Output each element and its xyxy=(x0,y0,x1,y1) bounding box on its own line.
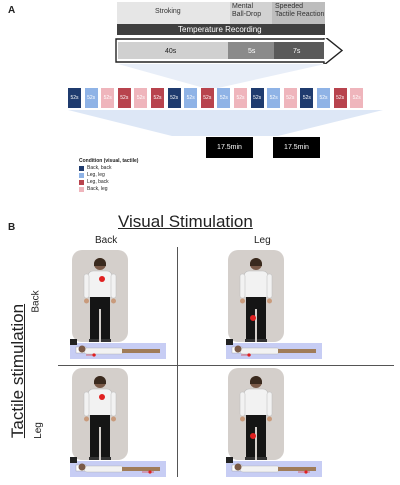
vertical-divider xyxy=(177,247,178,477)
condition-block: 52s xyxy=(200,88,214,108)
timeline-5s: 5s xyxy=(248,48,256,55)
horizontal-divider xyxy=(58,365,394,366)
legend-item-leg-back: Leg, back xyxy=(79,179,109,185)
condition-block: 52s xyxy=(300,88,314,108)
condition-block: 52s xyxy=(333,88,347,108)
condition-block: 52s xyxy=(117,88,131,108)
legend-item-leg-leg: Leg, leg xyxy=(79,172,105,178)
timeline-7s: 7s xyxy=(293,48,301,55)
run-box-2: 17.5min xyxy=(273,137,320,158)
temperature-label: Temperature Recording xyxy=(178,25,262,34)
condition-block: 52s xyxy=(134,88,148,108)
timeline-arrow xyxy=(115,38,344,64)
condition-block: 52s xyxy=(101,88,115,108)
legend-item-back-back: Back, back xyxy=(79,165,111,171)
phase-stroking: Stroking xyxy=(155,8,181,15)
legend-item-back-leg: Back, leg xyxy=(79,186,108,192)
legend-label: Leg, leg xyxy=(87,172,105,178)
condition-block: 52s xyxy=(250,88,264,108)
temperature-bar xyxy=(117,24,325,35)
condition-block: 52s xyxy=(217,88,231,108)
run-box-1: 17.5min xyxy=(206,137,253,158)
legend-swatch xyxy=(79,165,84,171)
zoom-fan-top xyxy=(68,64,383,136)
col-label-leg: Leg xyxy=(254,235,271,246)
panel-b-letter: B xyxy=(8,222,16,233)
condition-block: 52s xyxy=(184,88,198,108)
col-label-back: Back xyxy=(95,235,118,246)
phase-mental: Mental Ball-Drop xyxy=(232,3,262,18)
legend-title: Condition (visual, tactile) xyxy=(79,158,139,164)
phase-speeded: Speeded Tactile Reaction xyxy=(275,3,325,18)
legend-label: Back, back xyxy=(87,165,112,171)
timeline-40s: 40s xyxy=(165,48,177,55)
condition-block: 52s xyxy=(283,88,297,108)
condition-block: 52s xyxy=(317,88,330,108)
phase-header-mental-bg xyxy=(230,2,272,24)
visual-stimulation-title: Visual Stimulation xyxy=(118,212,253,231)
condition-block: 52s xyxy=(68,88,81,108)
condition-block: 52s xyxy=(234,88,247,108)
condition-block: 52s xyxy=(151,88,164,108)
legend-swatch xyxy=(79,186,84,192)
panel-a-letter: A xyxy=(8,5,16,16)
legend-swatch xyxy=(79,179,84,185)
condition-block: 52s xyxy=(267,88,281,108)
phase-header-speeded-bg xyxy=(272,2,325,24)
condition-block: 52s xyxy=(350,88,364,108)
condition-block: 52s xyxy=(167,88,181,108)
legend-swatch xyxy=(79,172,84,178)
condition-block: 52s xyxy=(84,88,98,108)
legend-label: Leg, back xyxy=(87,179,109,185)
legend-label: Back, leg xyxy=(87,186,108,192)
